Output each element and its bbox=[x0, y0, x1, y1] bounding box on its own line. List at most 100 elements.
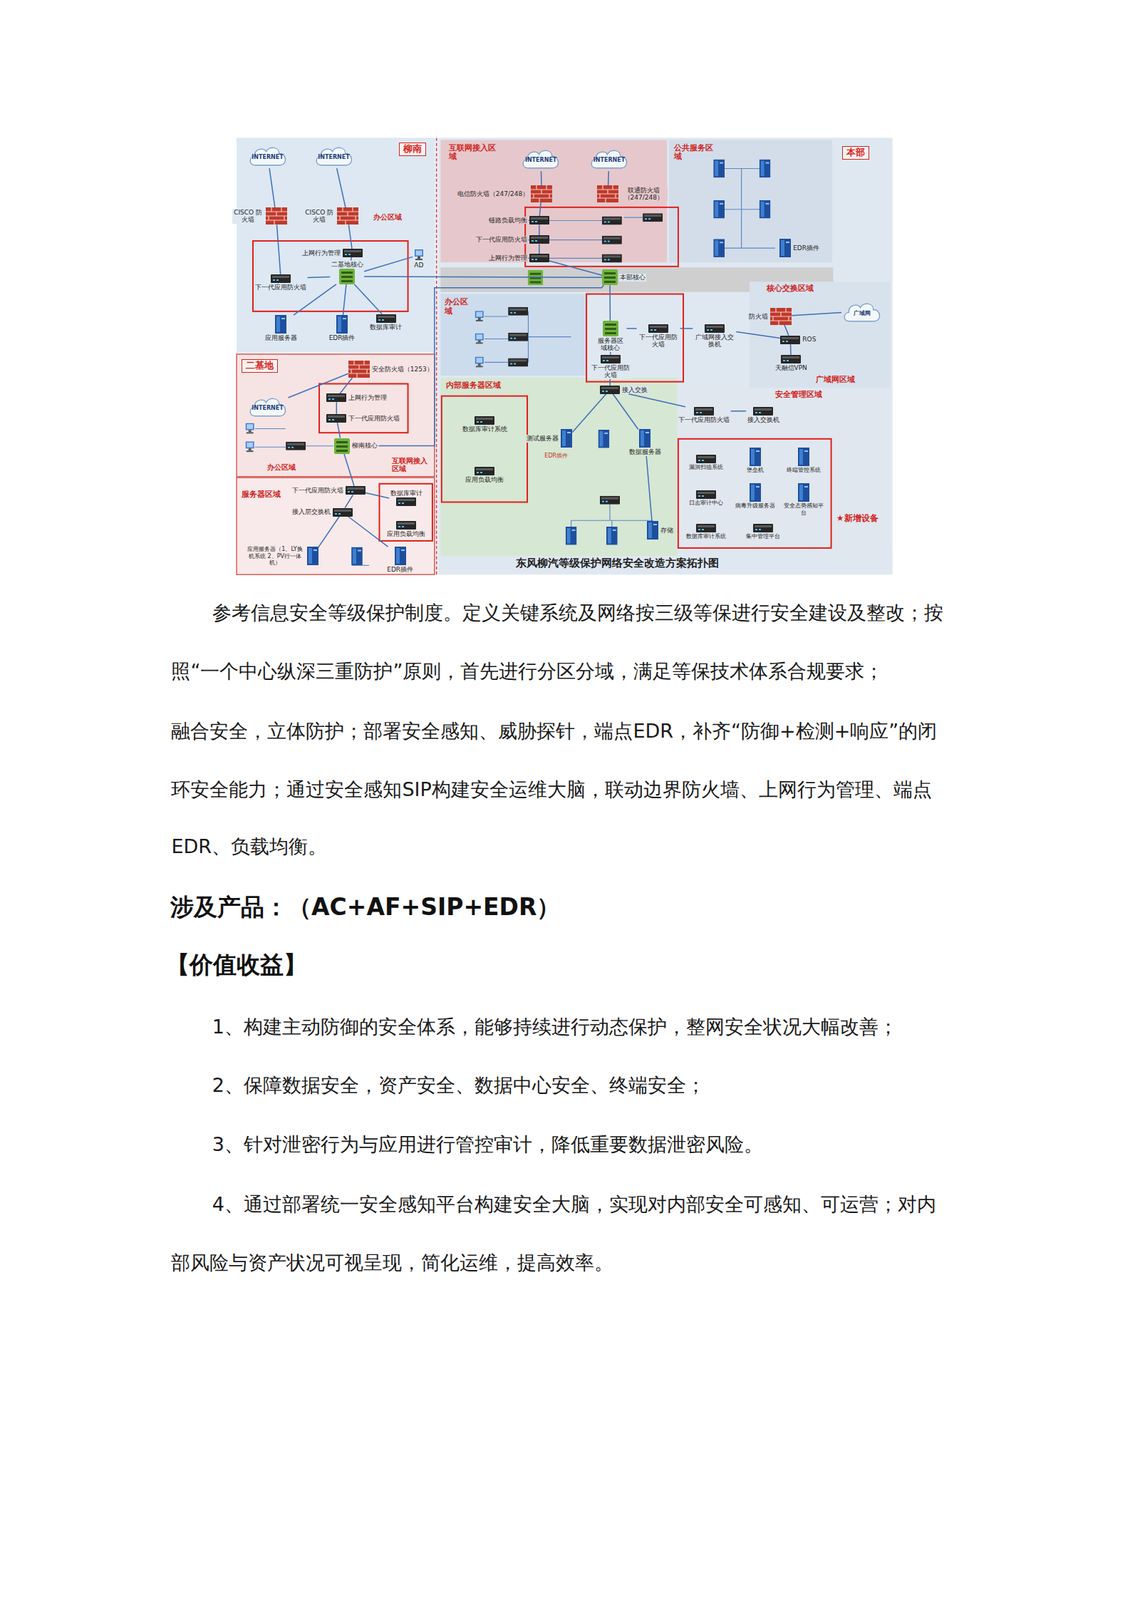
device-node: 防火墙 bbox=[747, 307, 792, 325]
body-text: 涉及产品：（AC+AF+SIP+EDR） bbox=[170, 892, 561, 922]
network-link bbox=[539, 202, 541, 216]
device-node: EDR插件 bbox=[327, 314, 357, 342]
device-node: 柳南核心 bbox=[334, 438, 380, 454]
body-text: 环安全能力；通过安全感知SIP构建安全运维大脑，联动边界防火墙、上网行为管理、端… bbox=[170, 778, 932, 801]
network-link bbox=[277, 224, 281, 274]
server-device bbox=[275, 314, 287, 334]
zone-region: 核心交换区域广域网区域防火墙广域网ROS天融信VPN bbox=[749, 281, 891, 388]
network-device bbox=[342, 248, 363, 258]
network-link bbox=[626, 327, 637, 330]
network-device bbox=[529, 235, 550, 244]
device-node: 下一代应用防火墙 bbox=[474, 235, 550, 244]
body-text: 4、通过部署统一安全感知平台构建安全大脑，实现对内部安全可感知、可运营；对内 bbox=[212, 1192, 937, 1216]
network-link bbox=[344, 495, 353, 509]
network-link bbox=[337, 168, 346, 208]
device-label: 上网行为管理 bbox=[488, 254, 528, 262]
device-node: 数据库审计系统 bbox=[460, 416, 509, 433]
network-device bbox=[693, 406, 714, 416]
zone-region: 本部互联网接入区域INTERNETINTERNET电信防火墙（247/248）联… bbox=[438, 137, 893, 575]
device-node: EDR插件 bbox=[386, 546, 415, 573]
device-node: 服务器区域核心 bbox=[594, 320, 627, 352]
firewall-device bbox=[265, 207, 288, 225]
body-text: 3、针对泄密行为与应用进行管控审计，降低重要数据泄密风险。 bbox=[212, 1132, 764, 1156]
server-device bbox=[797, 447, 810, 466]
device-label: 柳南核心 bbox=[351, 441, 379, 449]
network-link bbox=[549, 260, 603, 276]
device-label: 应用服务器 bbox=[264, 334, 298, 342]
device-node: 本部核心 bbox=[602, 269, 647, 285]
device-node: 二基地核心 bbox=[329, 260, 365, 285]
device-node: 下一代应用防火墙 bbox=[326, 413, 402, 423]
cloud-label: 广域网 bbox=[853, 309, 871, 318]
body-text: 1、构建主动防御的安全体系，能够持续进行动态保护，整网安全状况大幅改善； bbox=[212, 1015, 898, 1039]
network-link bbox=[609, 379, 611, 386]
network-link bbox=[540, 170, 543, 186]
device-node: 应用服务器 bbox=[263, 314, 298, 342]
device-label: 数据库审计系统 bbox=[461, 425, 509, 433]
device-label: 安全防火墙（1253） bbox=[371, 365, 434, 373]
device-node: 接入交换 bbox=[599, 385, 650, 395]
device-node: 应用服务器（1、LY换机系统 2、PV行一体机） bbox=[243, 545, 319, 566]
server-device bbox=[336, 314, 348, 334]
network-link bbox=[365, 493, 390, 499]
network-device bbox=[780, 335, 801, 345]
network-link bbox=[735, 331, 781, 338]
device-node: 天融信VPN bbox=[773, 354, 809, 372]
device-label: 联通防火墙（247/248） bbox=[619, 186, 667, 202]
cloud-node: INTERNET bbox=[520, 144, 562, 171]
device-node: 漏洞扫描系统 bbox=[688, 454, 725, 471]
region-heading: 公共服务区域 bbox=[674, 143, 720, 162]
network-link bbox=[337, 422, 341, 439]
region-heading: 安全管理区域 bbox=[775, 390, 823, 400]
device-label: 测试服务器 bbox=[525, 434, 560, 442]
region-tag: 本部 bbox=[842, 146, 870, 160]
device-node: 终端管控系统 bbox=[785, 447, 823, 474]
device-node: 病毒升级服务器 bbox=[733, 483, 776, 509]
server-device bbox=[749, 483, 761, 502]
core-switch bbox=[602, 320, 619, 337]
device-label: CISCO 防火墙 bbox=[232, 208, 265, 224]
network-link bbox=[572, 394, 606, 433]
device-label: 集中管理平台 bbox=[745, 532, 781, 540]
server-device bbox=[797, 483, 810, 502]
body-text: 参考信息安全等级保护制度。定义关键系统及网络按三级等保进行安全建设及整改；按 bbox=[212, 601, 944, 625]
cloud-label: INTERNET bbox=[317, 153, 350, 161]
server-device bbox=[749, 447, 761, 466]
network-device bbox=[396, 497, 417, 506]
region-heading: 服务器区域 bbox=[241, 490, 281, 500]
network-link bbox=[628, 394, 685, 407]
network-device bbox=[753, 523, 774, 533]
server-device bbox=[560, 428, 573, 448]
network-link bbox=[269, 168, 276, 208]
device-label: 下一代应用防火墙 bbox=[254, 283, 308, 291]
network-device bbox=[474, 416, 495, 425]
region-heading: 互联网接入区域 bbox=[448, 143, 501, 162]
network-link bbox=[609, 284, 611, 321]
device-label: 下一代应用防火墙 bbox=[475, 235, 528, 243]
network-device bbox=[696, 490, 717, 499]
device-label: 漏洞扫描系统 bbox=[688, 463, 724, 471]
body-text: 2、保障数据安全，资产安全、数据中心安全、终端安全； bbox=[212, 1073, 706, 1097]
device-node: 数据库审计 bbox=[389, 489, 424, 506]
network-device bbox=[780, 354, 801, 364]
region-tag: 二基地 bbox=[241, 359, 278, 373]
device-label: 数据库审计 bbox=[369, 323, 403, 331]
device-label: 数据库审计 bbox=[389, 489, 424, 497]
network-link bbox=[348, 224, 352, 249]
network-link bbox=[344, 453, 355, 487]
terminal-pc bbox=[413, 249, 424, 261]
network-device bbox=[396, 520, 417, 530]
device-node: 应用负载均衡 bbox=[464, 466, 506, 484]
region-heading: 内部服务器区域 bbox=[446, 381, 501, 391]
network-device bbox=[696, 454, 717, 464]
device-node: 数据库审计系统 bbox=[685, 523, 728, 540]
network-device bbox=[474, 466, 495, 476]
server-device bbox=[639, 428, 651, 448]
device-node: 安全态势感知平台 bbox=[780, 483, 828, 516]
network-device bbox=[376, 314, 397, 323]
figure-caption: 东风柳汽等级保护网络安全改造方案拓扑图 bbox=[515, 556, 719, 570]
network-link bbox=[612, 394, 639, 430]
device-label: ROS bbox=[801, 335, 817, 343]
cloud-label: INTERNET bbox=[251, 153, 283, 161]
zone-region: 互联网接入区域INTERNETINTERNET电信防火墙（247/248）联通防… bbox=[440, 139, 667, 263]
